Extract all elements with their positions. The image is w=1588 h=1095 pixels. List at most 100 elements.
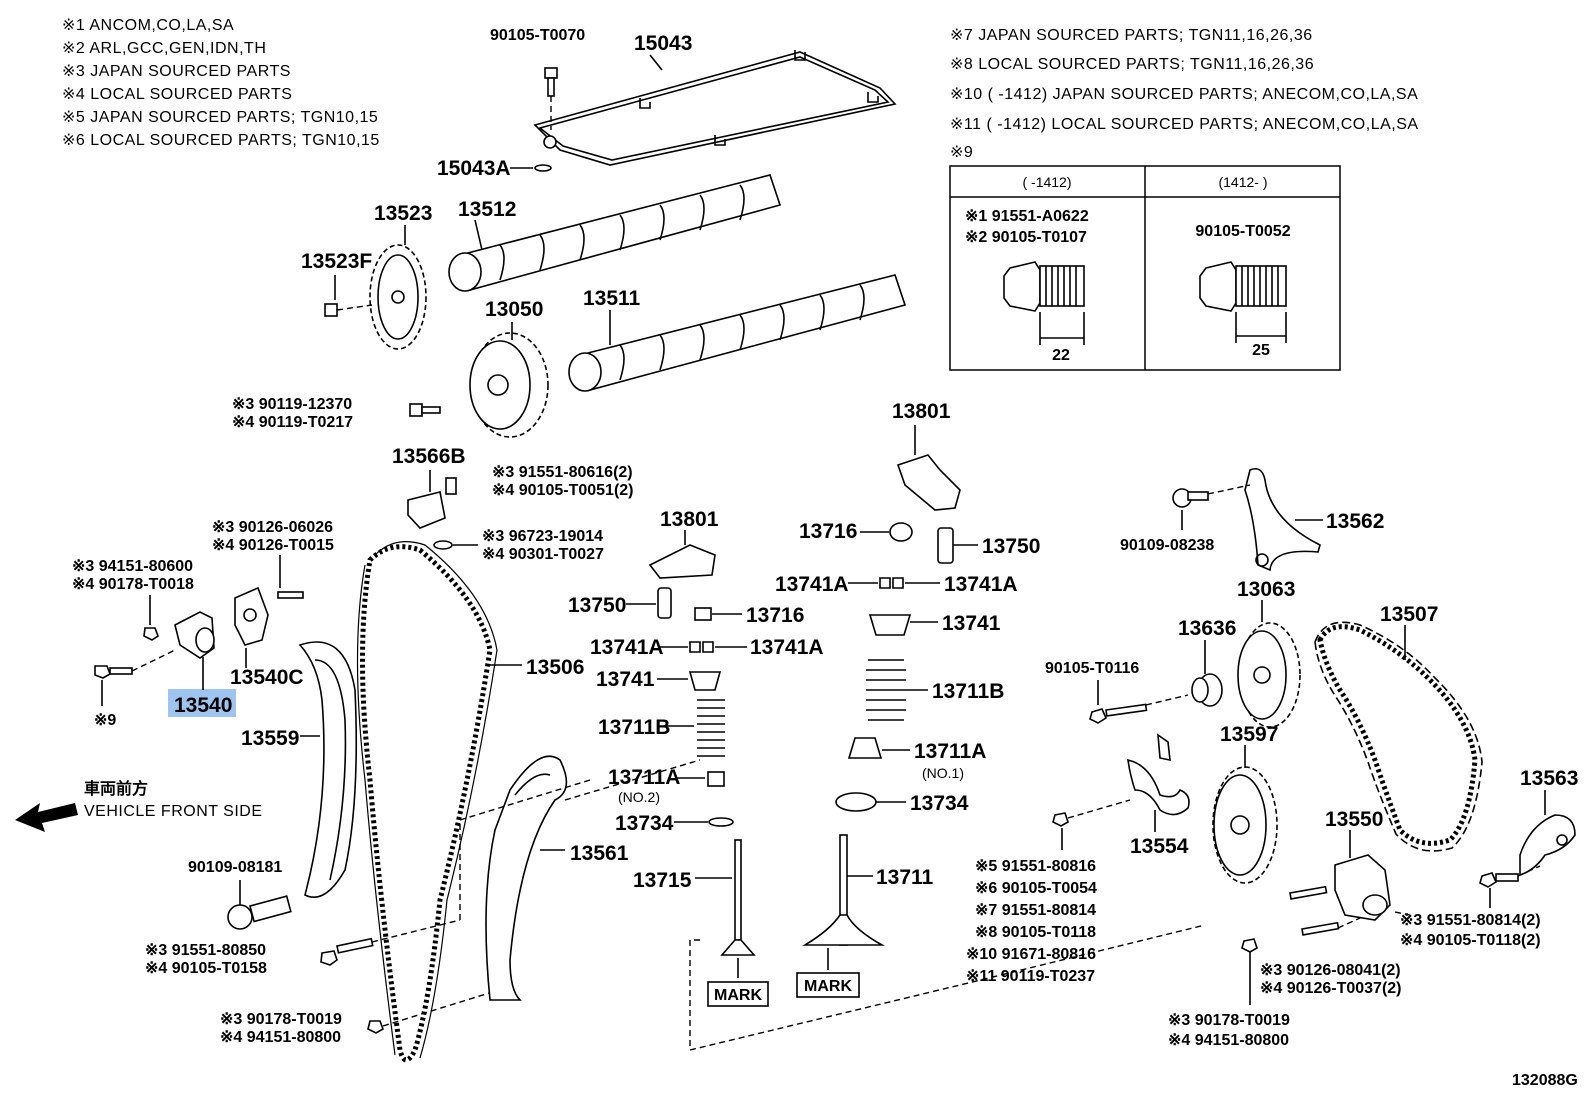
bolt-icon [227, 895, 292, 930]
note-line: ※2 ARL,GCC,GEN,IDN,TH [62, 40, 266, 57]
keeper-icon [879, 577, 904, 589]
part-label: 13711A [914, 740, 986, 763]
gear-part [1237, 622, 1301, 728]
note-line: ※6 LOCAL SOURCED PARTS; TGN10,15 [62, 132, 380, 149]
note-line: ※8 LOCAL SOURCED PARTS; TGN11,16,26,36 [950, 56, 1314, 73]
part-label: 13741A [944, 573, 1018, 596]
shim-icon [694, 607, 712, 621]
note-line: ※10 ( -1412) JAPAN SOURCED PARTS; ANECOM… [950, 86, 1418, 103]
part-label: 13750 [982, 535, 1040, 558]
part-label: ※8 90105-T0118 [975, 924, 1096, 941]
part-label: 13559 [241, 727, 299, 750]
part-label: ※9 [94, 712, 116, 729]
bolt-icon [324, 303, 373, 317]
bolt-icon [320, 937, 374, 966]
timing-chain-part [1314, 621, 1483, 852]
part-label: 13511 [583, 287, 641, 310]
table-dim: 25 [1252, 342, 1270, 359]
timing-chain-part [356, 541, 498, 1063]
part-label: 13741 [596, 668, 655, 691]
bolt-icon [1052, 799, 1131, 827]
part-label: 90105-T0116 [1045, 660, 1139, 677]
part-label: 13716 [799, 520, 857, 543]
table-col2-header: (1412- ) [1218, 174, 1267, 190]
part-label: ※3 90126-08041(2) [1260, 962, 1401, 979]
seat-icon [707, 771, 725, 787]
gear-part [1212, 766, 1278, 884]
seal-icon [835, 792, 877, 812]
part-label: 13050 [485, 298, 543, 321]
table-col1-header: ( -1412) [1022, 174, 1071, 190]
bolt-icon [1172, 484, 1251, 508]
part-label: 13063 [1237, 578, 1295, 601]
table-part: ※1 91551-A0622 [965, 208, 1089, 225]
part-label: ※3 91551-80814(2) [1400, 912, 1541, 929]
part-label: 90105-T0070 [490, 27, 585, 44]
mark-label: MARK [804, 978, 852, 995]
part-label: 13750 [568, 594, 626, 617]
retainer-icon [688, 671, 722, 691]
notes-left: ※1 ANCOM,CO,LA,SA ※2 ARL,GCC,GEN,IDN,TH … [62, 17, 380, 149]
part-label: 13540C [230, 666, 304, 689]
part-label: ※6 90105-T0054 [975, 880, 1097, 897]
stud-icon [1301, 921, 1340, 936]
part-label: ※11 90119-T0237 [966, 968, 1095, 985]
vvt-gear-part [469, 332, 549, 438]
part-label: ※4 90126-T0015 [212, 537, 334, 554]
part-label: 13734 [910, 792, 969, 815]
part-label: ※4 90105-T0051(2) [492, 482, 634, 499]
part-label: 13597 [1220, 723, 1278, 746]
camshaft-part [568, 274, 907, 392]
part-label: ※7 91551-80814 [975, 902, 1096, 919]
bolt-icon [1479, 865, 1541, 888]
part-label: 15043 [634, 32, 692, 55]
valve-part [720, 839, 756, 956]
bolt-list: ※5 91551-80816 ※6 90105-T0054 ※7 91551-8… [966, 858, 1097, 985]
part-label: (NO.1) [922, 765, 964, 781]
bolt-table: ( -1412) (1412- ) ※1 91551-A0622 ※2 9010… [949, 165, 1341, 371]
sprocket-part [369, 244, 427, 350]
part-label: ※4 90301-T0027 [482, 546, 604, 563]
chain-tensioner-part [1334, 854, 1391, 921]
part-label: 13507 [1380, 603, 1438, 626]
part-label: 13506 [526, 656, 584, 679]
mark-box [796, 972, 860, 998]
bolt-icon [409, 403, 441, 417]
note-line: ※5 JAPAN SOURCED PARTS; TGN10,15 [62, 109, 378, 126]
chain-guide-part [1244, 467, 1321, 572]
valve-part [802, 834, 886, 946]
part-label: 13636 [1178, 617, 1236, 640]
shim-icon [889, 522, 913, 542]
table-part: 90105-T0052 [1195, 223, 1290, 240]
chain-guide-part [298, 641, 358, 898]
highlight-box [168, 689, 236, 717]
part-label: 13716 [746, 604, 804, 627]
part-label: ※3 96723-19014 [482, 528, 603, 545]
part-label: ※10 91671-80816 [966, 946, 1096, 963]
part-label: ※4 90126-T0037(2) [1260, 980, 1402, 997]
diagram-id: 132088G [1512, 1072, 1578, 1089]
rocker-arm-part [896, 454, 961, 511]
part-label: (NO.2) [618, 789, 660, 805]
part-label: 13550 [1325, 808, 1383, 831]
seal-icon [708, 817, 734, 827]
lash-adjuster-icon [937, 527, 954, 564]
note-line: ※1 ANCOM,CO,LA,SA [62, 17, 234, 34]
part-label: ※4 90105-T0158 [145, 960, 267, 977]
part-label: 13801 [892, 400, 951, 423]
mark-label: MARK [714, 987, 762, 1004]
part-label: ※4 94151-80800 [220, 1029, 341, 1046]
notes-right: ※7 JAPAN SOURCED PARTS; TGN11,16,26,36 ※… [950, 27, 1419, 161]
bolt-icon [1089, 694, 1189, 724]
part-label: 13741A [590, 636, 664, 659]
front-label-en: VEHICLE FRONT SIDE [84, 803, 263, 820]
part-label: 13523F [301, 250, 372, 273]
part-label: 13715 [633, 869, 692, 892]
part-label-highlighted[interactable]: 13540 [174, 694, 232, 717]
part-label: 13554 [1130, 835, 1189, 858]
note-line: ※11 ( -1412) LOCAL SOURCED PARTS; ANECOM… [950, 116, 1419, 133]
part-label: ※4 90119-T0217 [232, 414, 353, 431]
part-label: ※5 91551-80816 [975, 858, 1096, 875]
part-label: ※3 91551-80616(2) [492, 464, 633, 481]
part-label: 13711A [608, 766, 680, 789]
